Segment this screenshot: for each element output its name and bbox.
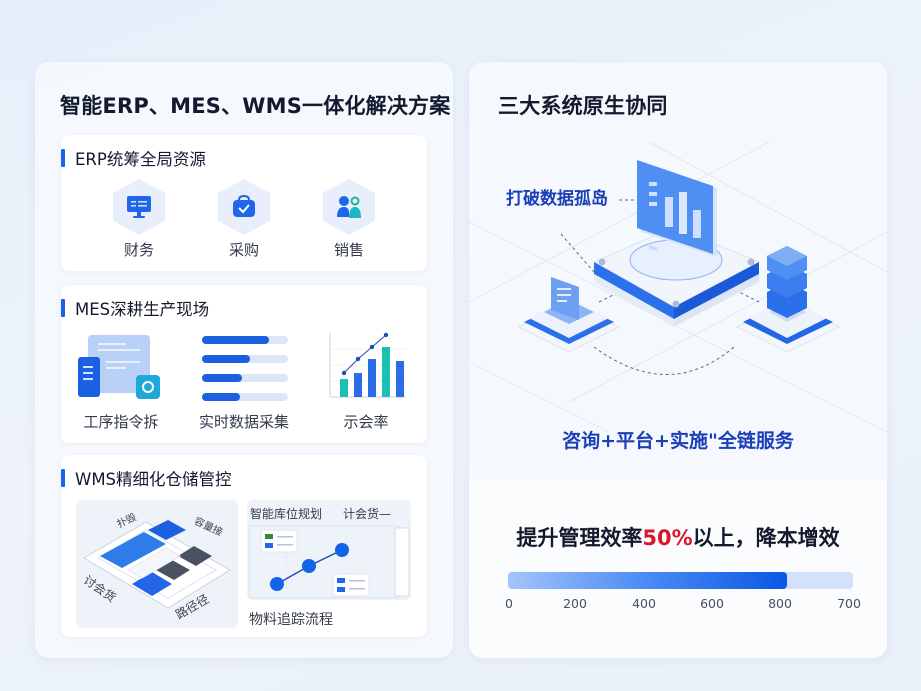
- full-chain-service-text: 咨询+平台+实施"全链服务: [562, 430, 794, 452]
- flow-top-label: 智能库位规划: [250, 507, 323, 521]
- efficiency-title: 提升管理效率50%以上，降本增效: [469, 522, 887, 552]
- warehouse-isometric-icon: [83, 520, 231, 609]
- mes-card: MES深耕生产现场 工序指令拆 实时数据采集: [61, 285, 427, 443]
- accent-bar: [61, 299, 65, 317]
- axis-tick: 800: [768, 596, 792, 611]
- efficiency-prefix: 提升管理效率: [516, 526, 643, 550]
- axis-tick: 700: [837, 596, 861, 611]
- accent-bar: [61, 469, 65, 487]
- mes-heading-text: MES深耕生产现场: [75, 300, 210, 319]
- monitor-icon: [127, 196, 151, 218]
- system-collaboration-illustration: [469, 141, 887, 432]
- axis-tick: 400: [632, 596, 656, 611]
- progress-fill-4: [202, 393, 240, 401]
- erp-heading: ERP统筹全局资源: [61, 147, 206, 169]
- progress-bars-icon: [202, 336, 312, 401]
- flow-diagram-icon: [248, 525, 410, 599]
- progress-fill-3: [202, 374, 242, 382]
- documents-icon: [78, 335, 160, 399]
- efficiency-section: 提升管理效率50%以上，降本增效 0 200 400 600 800 700: [469, 480, 887, 658]
- warehouse-layout-image: 扑毁 容量接 讨会货 路径径: [76, 500, 238, 628]
- efficiency-progress-track: [508, 572, 853, 589]
- erp-item-purchase[interactable]: 采购: [209, 179, 279, 260]
- mes-item-instruction[interactable]: 工序指令拆: [66, 333, 176, 431]
- mes-item-label: 示会率: [343, 413, 389, 431]
- axis-tick: 200: [563, 596, 587, 611]
- flow-top-label-2: 计会货—: [343, 507, 392, 521]
- shopping-bag-icon: [233, 194, 255, 217]
- panel-title: 智能ERP、MES、WMS一体化解决方案: [60, 94, 451, 118]
- wms-heading-text: WMS精细化仓储管控: [75, 470, 232, 489]
- erp-heading-text: ERP统筹全局资源: [75, 150, 206, 169]
- mes-item-data-collection[interactable]: 实时数据采集: [189, 333, 299, 431]
- erp-item-label: 采购: [228, 241, 259, 259]
- flow-bottom-label: 物料追踪流程: [249, 612, 333, 628]
- efficiency-highlight: 50%: [642, 526, 693, 550]
- bar-line-chart-icon: [329, 332, 406, 398]
- erp-mes-wms-panel: 智能ERP、MES、WMS一体化解决方案 ERP统筹全局资源 财务: [35, 62, 453, 658]
- mes-item-label: 工序指令拆: [83, 413, 159, 431]
- erp-item-finance[interactable]: 财务: [104, 179, 174, 260]
- wms-heading: WMS精细化仓储管控: [61, 467, 232, 489]
- mes-item-label: 实时数据采集: [198, 413, 289, 431]
- mes-heading: MES深耕生产现场: [61, 297, 209, 319]
- erp-item-sales[interactable]: 销售: [314, 179, 384, 260]
- data-silo-callout: 打破数据孤岛: [506, 189, 608, 209]
- axis-tick: 600: [700, 596, 724, 611]
- erp-item-label: 销售: [333, 241, 364, 259]
- progress-fill-1: [202, 336, 270, 344]
- efficiency-progress-fill: [508, 572, 788, 589]
- efficiency-suffix: 以上，降本增效: [692, 526, 840, 550]
- progress-fill-2: [202, 355, 251, 363]
- panel-title: 三大系统原生协同: [498, 94, 668, 118]
- wms-card: WMS精细化仓储管控 扑毁 容量接 讨会货 路径径: [61, 455, 427, 637]
- axis-tick: 0: [505, 596, 513, 611]
- collaboration-panel: 三大系统原生协同: [469, 62, 887, 658]
- erp-item-label: 财务: [123, 241, 154, 259]
- material-flow-image: 智能库位规划 计会货—: [247, 500, 411, 600]
- mes-item-rate[interactable]: 示会率: [311, 332, 421, 431]
- users-icon: [337, 196, 361, 218]
- erp-card: ERP统筹全局资源 财务 采购: [61, 135, 427, 271]
- accent-bar: [61, 149, 65, 167]
